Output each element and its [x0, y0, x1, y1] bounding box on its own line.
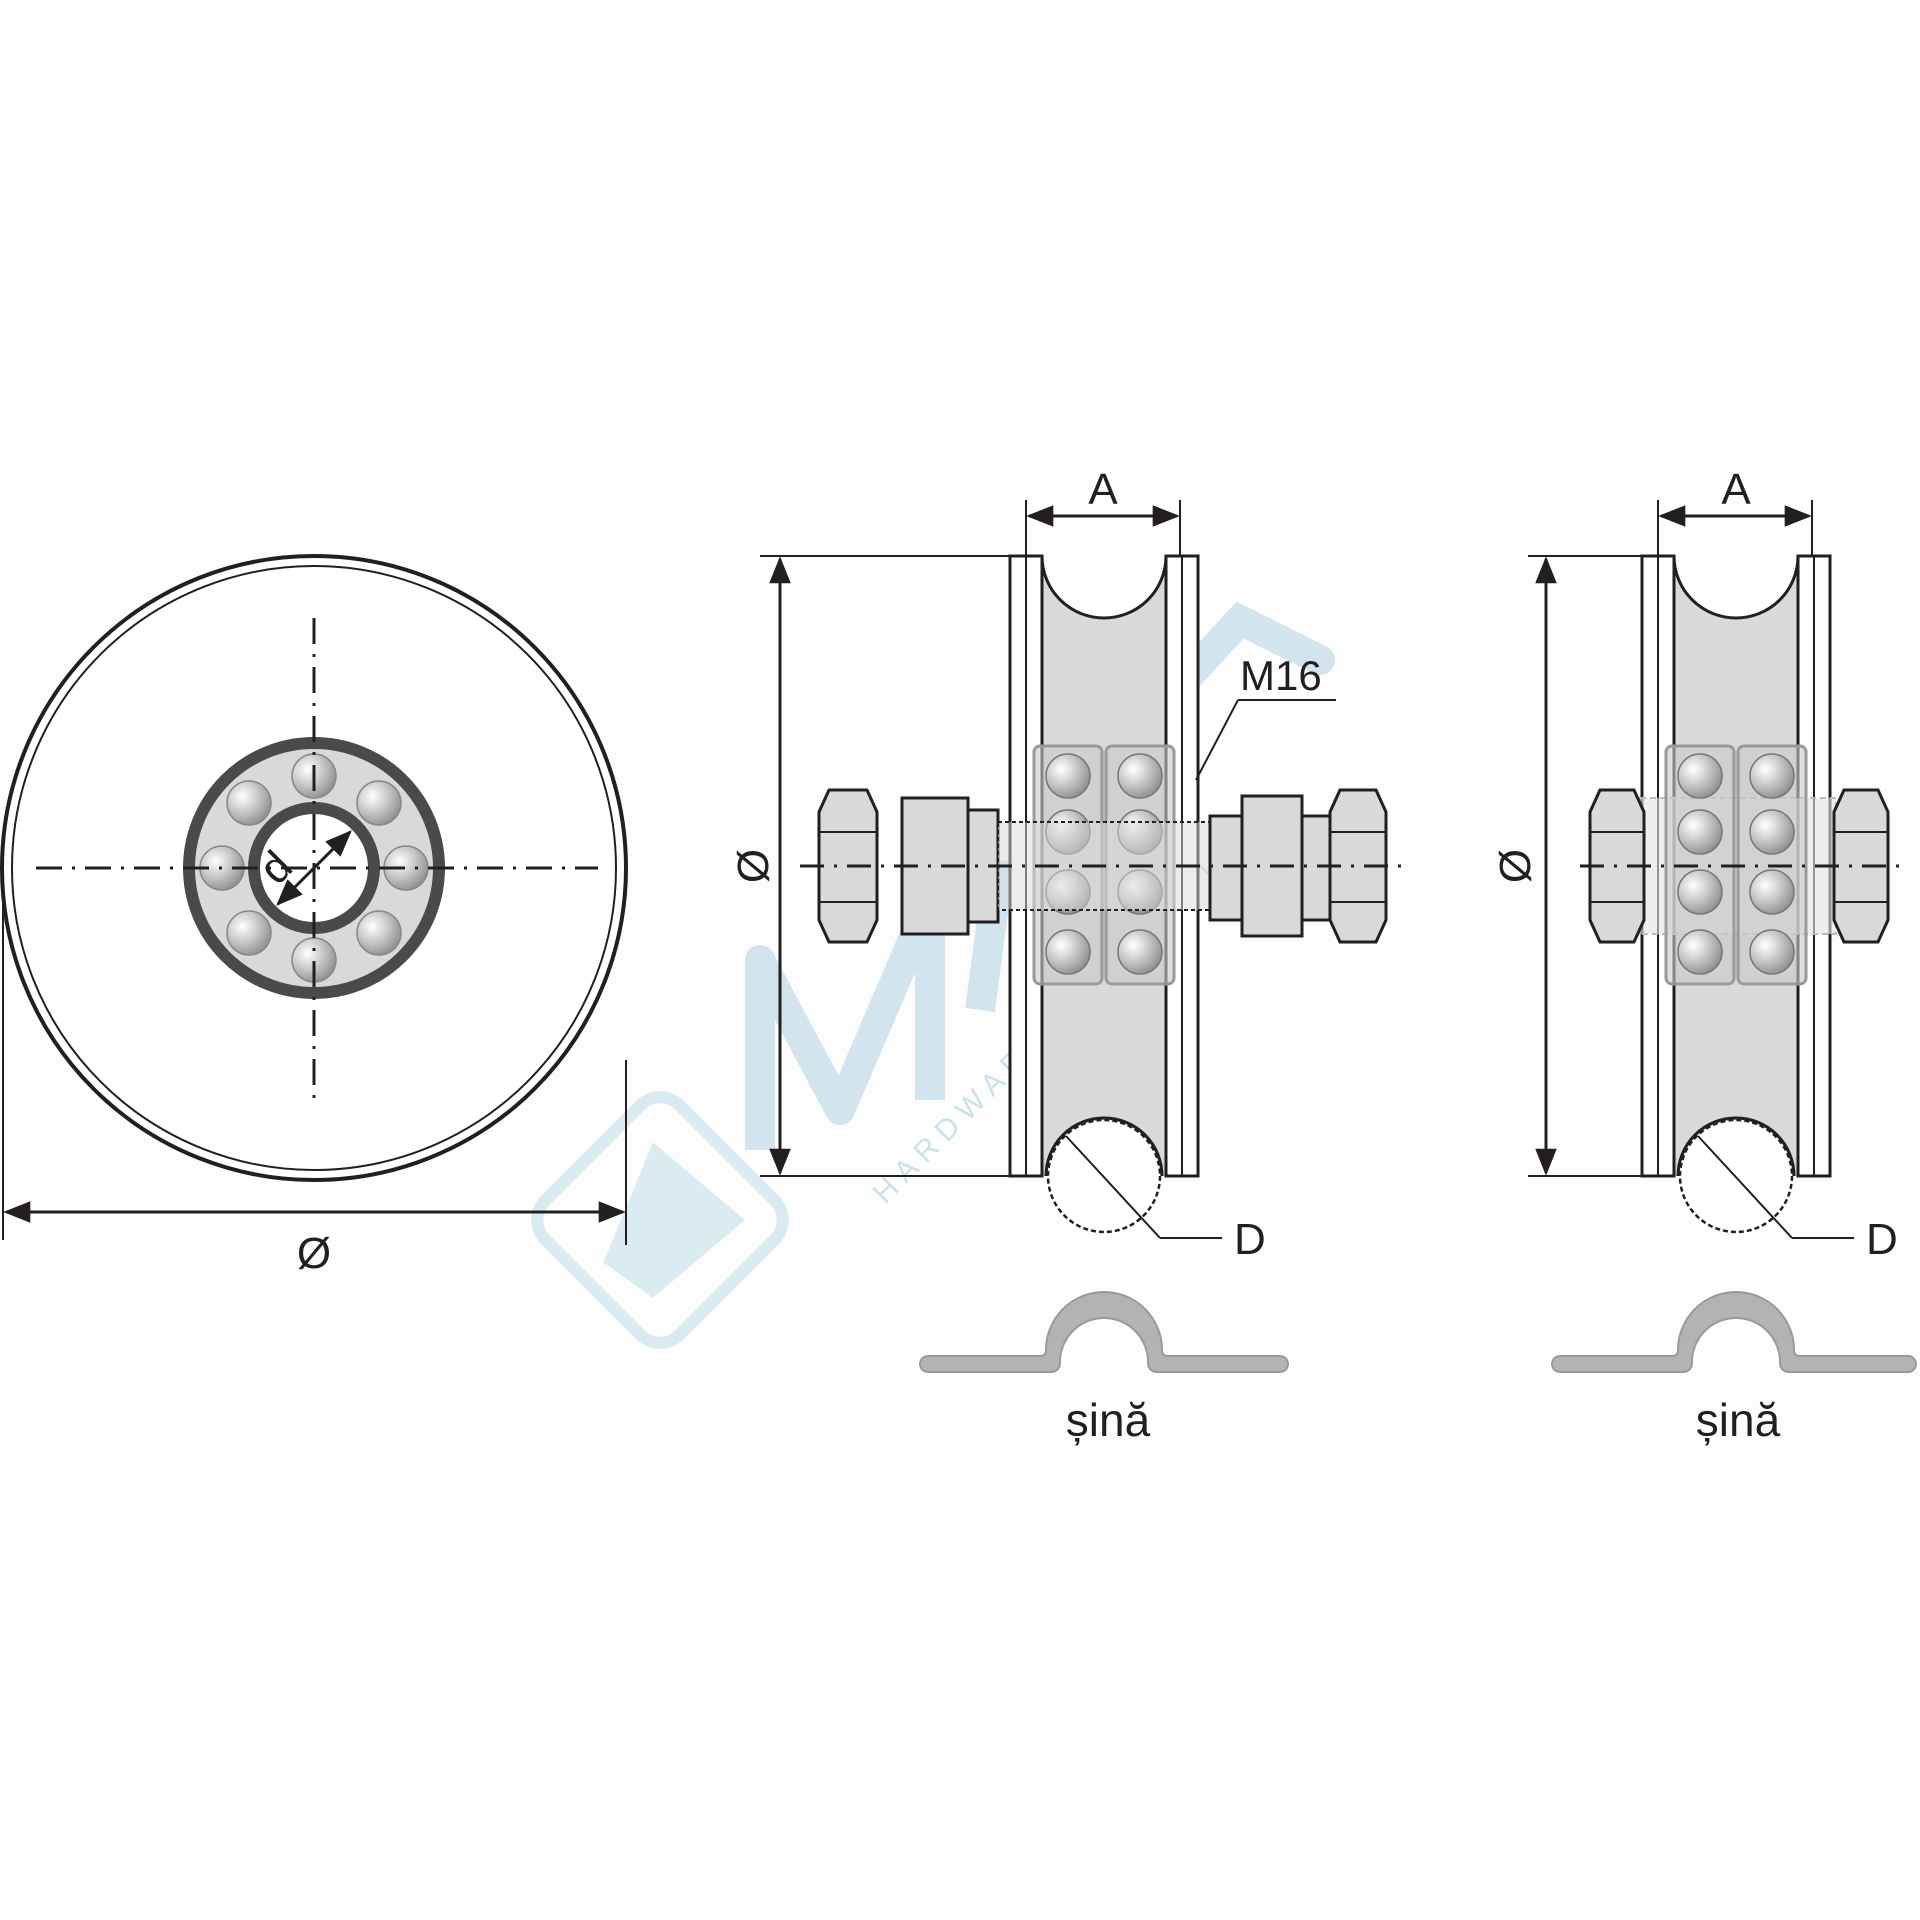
thread-label: M16 [1240, 652, 1322, 699]
side1-width-label: A [1088, 465, 1118, 514]
side2-rail-label: șină [1696, 1394, 1781, 1446]
side-view-bolt: A Ø M16 D șină [729, 465, 1410, 1446]
bearing-ball [356, 780, 402, 826]
front-view: d Ø [0, 554, 628, 1278]
groove-leader-diagonal [1697, 1135, 1793, 1239]
bearing-ball [1045, 753, 1091, 799]
rail-profile [919, 1291, 1289, 1373]
bearing-ball [1677, 809, 1723, 855]
bearing-ball [226, 910, 272, 956]
top-groove [1672, 555, 1800, 620]
bearing-ball [226, 780, 272, 826]
bearing-ball [1045, 929, 1091, 975]
front-diameter-label: Ø [297, 1229, 331, 1278]
side1-rail-label: șină [1066, 1394, 1151, 1446]
right-nut [1832, 788, 1890, 944]
side2-groove-label: D [1866, 1215, 1898, 1264]
rail-profile [1551, 1291, 1917, 1373]
bearing-ball [1749, 929, 1795, 975]
bottom-groove-arc [1044, 1116, 1164, 1177]
thread-leader-diagonal [1195, 699, 1239, 781]
bearing-ball [1117, 753, 1163, 799]
right-nut [1328, 788, 1388, 944]
side2-width-label: A [1721, 465, 1751, 514]
bearing-ball [1749, 753, 1795, 799]
groove-leader-diagonal [1065, 1135, 1161, 1239]
side1-groove-label: D [1234, 1215, 1266, 1264]
bearing-ball [1677, 869, 1723, 915]
bearing-ball [1749, 869, 1795, 915]
bearing-ball [356, 910, 402, 956]
side1-diameter-label: Ø [729, 849, 778, 883]
side-view-plain: A Ø D șină [1491, 465, 1917, 1446]
side2-bearing-balls [1677, 753, 1795, 975]
bore-dimension-line [276, 830, 352, 906]
bottom-groove-arc [1676, 1116, 1796, 1177]
wheel-inner-rim [11, 565, 617, 1171]
top-groove [1040, 555, 1168, 620]
bearing-ball [1677, 929, 1723, 975]
bearing-ball [1117, 929, 1163, 975]
side2-diameter-label: Ø [1491, 849, 1540, 883]
bearing-ball [1749, 809, 1795, 855]
bearing-ball [1677, 753, 1723, 799]
